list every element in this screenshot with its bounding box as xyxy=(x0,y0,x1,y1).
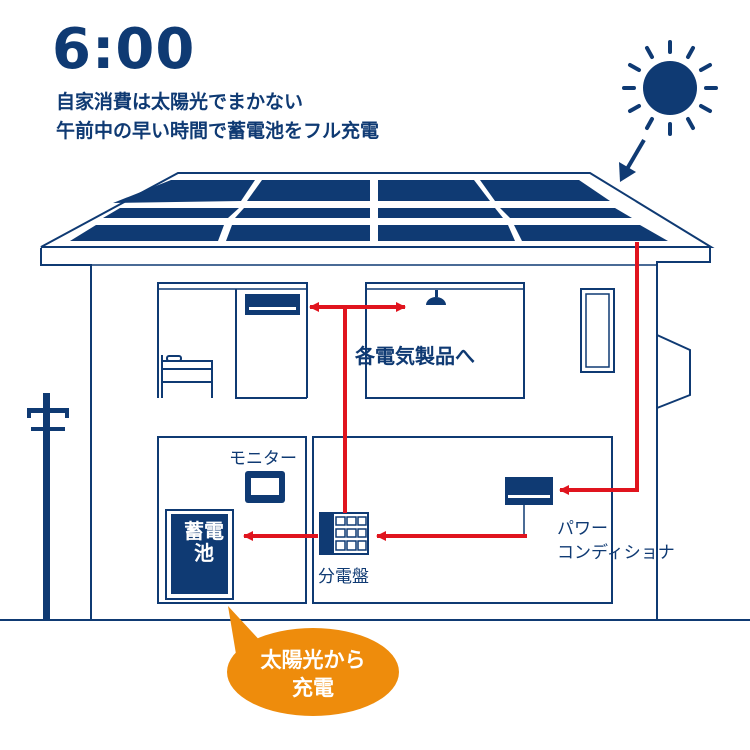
monitor-device xyxy=(245,471,285,503)
house-outline xyxy=(40,248,711,620)
battery-label: 蓄電池 xyxy=(184,519,224,565)
air-conditioner-icon xyxy=(245,294,300,315)
lower-rooms xyxy=(157,436,613,604)
window xyxy=(580,288,615,373)
sun-icon xyxy=(619,40,718,182)
power-conditioner-device xyxy=(505,477,553,537)
subtitle-line-2: 午前中の早い時間で蓄電池をフル充電 xyxy=(56,120,380,142)
solar-roof xyxy=(40,172,715,248)
monitor-label: モニター xyxy=(229,449,297,469)
callout-bubble xyxy=(227,606,399,716)
distribution-panel xyxy=(319,512,369,555)
appliances-label: 各電気製品へ xyxy=(355,344,475,368)
time-label: 6:00 xyxy=(52,17,196,82)
flow-lines xyxy=(243,242,639,541)
subtitle-line-1: 自家消費は太陽光でまかない xyxy=(56,91,304,113)
storage-battery xyxy=(165,509,234,600)
power-conditioner-label-line-2: コンディショナ xyxy=(557,543,675,563)
callout-text-line-2: 充電 xyxy=(292,676,334,700)
utility-pole-icon xyxy=(27,393,69,620)
bed-icon xyxy=(161,355,213,398)
distribution-panel-label: 分電盤 xyxy=(318,567,369,587)
ceiling-lamp-icon xyxy=(426,290,446,305)
solar-panel-array xyxy=(70,180,668,241)
power-conditioner-label-line-1: パワー xyxy=(557,519,608,539)
callout-text-line-1: 太陽光から xyxy=(260,648,366,672)
flow-panel-to-conditioner xyxy=(559,242,639,495)
callout-text: 太陽光から 充電 xyxy=(232,646,394,702)
upper-rooms xyxy=(157,282,525,399)
